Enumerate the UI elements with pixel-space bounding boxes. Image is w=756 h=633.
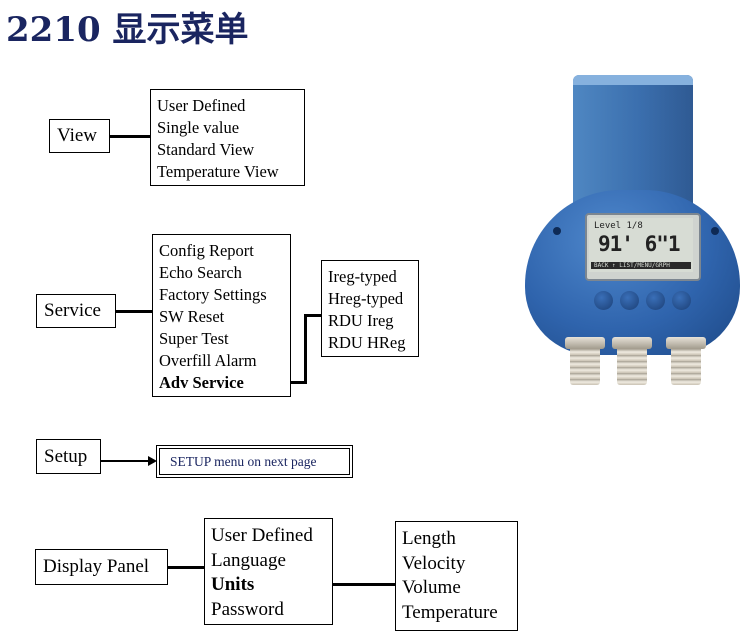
adv-item: RDU HReg: [328, 333, 406, 352]
page-title: 2210 显示菜单: [6, 10, 249, 50]
adv-item: RDU Ireg: [328, 311, 394, 330]
cable-gland-nut-icon: [612, 337, 652, 349]
display-panel-item: Password: [211, 598, 284, 620]
units-item: Volume: [402, 577, 461, 598]
screw-icon: [553, 227, 561, 235]
view-item: Single value: [157, 118, 240, 137]
units-item: Length: [402, 528, 456, 549]
lcd-footer: BACK ↑ LIST/MENU/GRPH: [591, 262, 691, 269]
adv-item: Ireg-typed: [328, 267, 397, 286]
device-button-icon: [646, 291, 665, 310]
setup-node: Setup: [36, 439, 101, 474]
setup-arrow: [101, 456, 157, 466]
view-submenu: User Defined Single value Standard View …: [150, 89, 305, 186]
service-item-adv: Adv Service: [159, 373, 244, 392]
device-button-icon: [594, 291, 613, 310]
setup-target-box: SETUP menu on next page: [156, 445, 353, 478]
setup-label: Setup: [44, 445, 88, 467]
service-connector: [116, 310, 153, 313]
units-submenu: Length Velocity Volume Temperature: [395, 521, 518, 631]
display-panel-label: Display Panel: [43, 556, 150, 577]
units-item: Velocity: [402, 552, 466, 574]
service-node: Service: [36, 294, 116, 328]
display-panel-node: Display Panel: [35, 549, 168, 585]
adv-connector-h1: [291, 381, 307, 384]
cable-gland-nut-icon: [666, 337, 706, 349]
display-panel-connector: [168, 566, 205, 569]
service-item: Echo Search: [159, 263, 242, 282]
adv-service-submenu: Ireg-typed Hreg-typed RDU Ireg RDU HReg: [321, 260, 419, 357]
service-item: Config Report: [159, 241, 254, 260]
service-item: Super Test: [159, 329, 229, 348]
view-item: Standard View: [157, 140, 255, 159]
view-node: View: [49, 119, 110, 153]
device-button-icon: [672, 291, 691, 310]
view-item: Temperature View: [157, 162, 279, 181]
cable-gland-nut-icon: [565, 337, 605, 349]
display-panel-submenu: User Defined Language Units Password: [204, 518, 333, 625]
device-lcd: Level 1/8 91' 6"1 BACK ↑ LIST/MENU/GRPH: [589, 218, 693, 272]
device-lid-edge: [573, 75, 693, 85]
view-item: User Defined: [157, 96, 246, 115]
service-item: Overfill Alarm: [159, 351, 257, 370]
display-panel-item-units: Units: [211, 574, 255, 595]
display-panel-item: Language: [211, 549, 286, 571]
units-connector: [333, 583, 395, 586]
adv-connector-v: [304, 314, 307, 384]
service-item: SW Reset: [159, 307, 225, 326]
setup-target-text: SETUP menu on next page: [170, 453, 317, 469]
units-item: Temperature: [402, 601, 498, 623]
lcd-line1: Level 1/8: [594, 221, 643, 231]
display-panel-item: User Defined: [211, 525, 313, 546]
service-label: Service: [44, 300, 101, 321]
service-submenu: Config Report Echo Search Factory Settin…: [152, 234, 291, 397]
screw-icon: [711, 227, 719, 235]
device-photo: Level 1/8 91' 6"1 BACK ↑ LIST/MENU/GRPH: [525, 75, 740, 390]
view-label: View: [57, 125, 98, 146]
lcd-value: 91' 6"1: [598, 232, 681, 256]
device-button-icon: [620, 291, 639, 310]
adv-connector-h2: [304, 314, 321, 317]
view-connector: [110, 135, 150, 138]
service-item: Factory Settings: [159, 285, 267, 304]
adv-item: Hreg-typed: [328, 289, 404, 308]
